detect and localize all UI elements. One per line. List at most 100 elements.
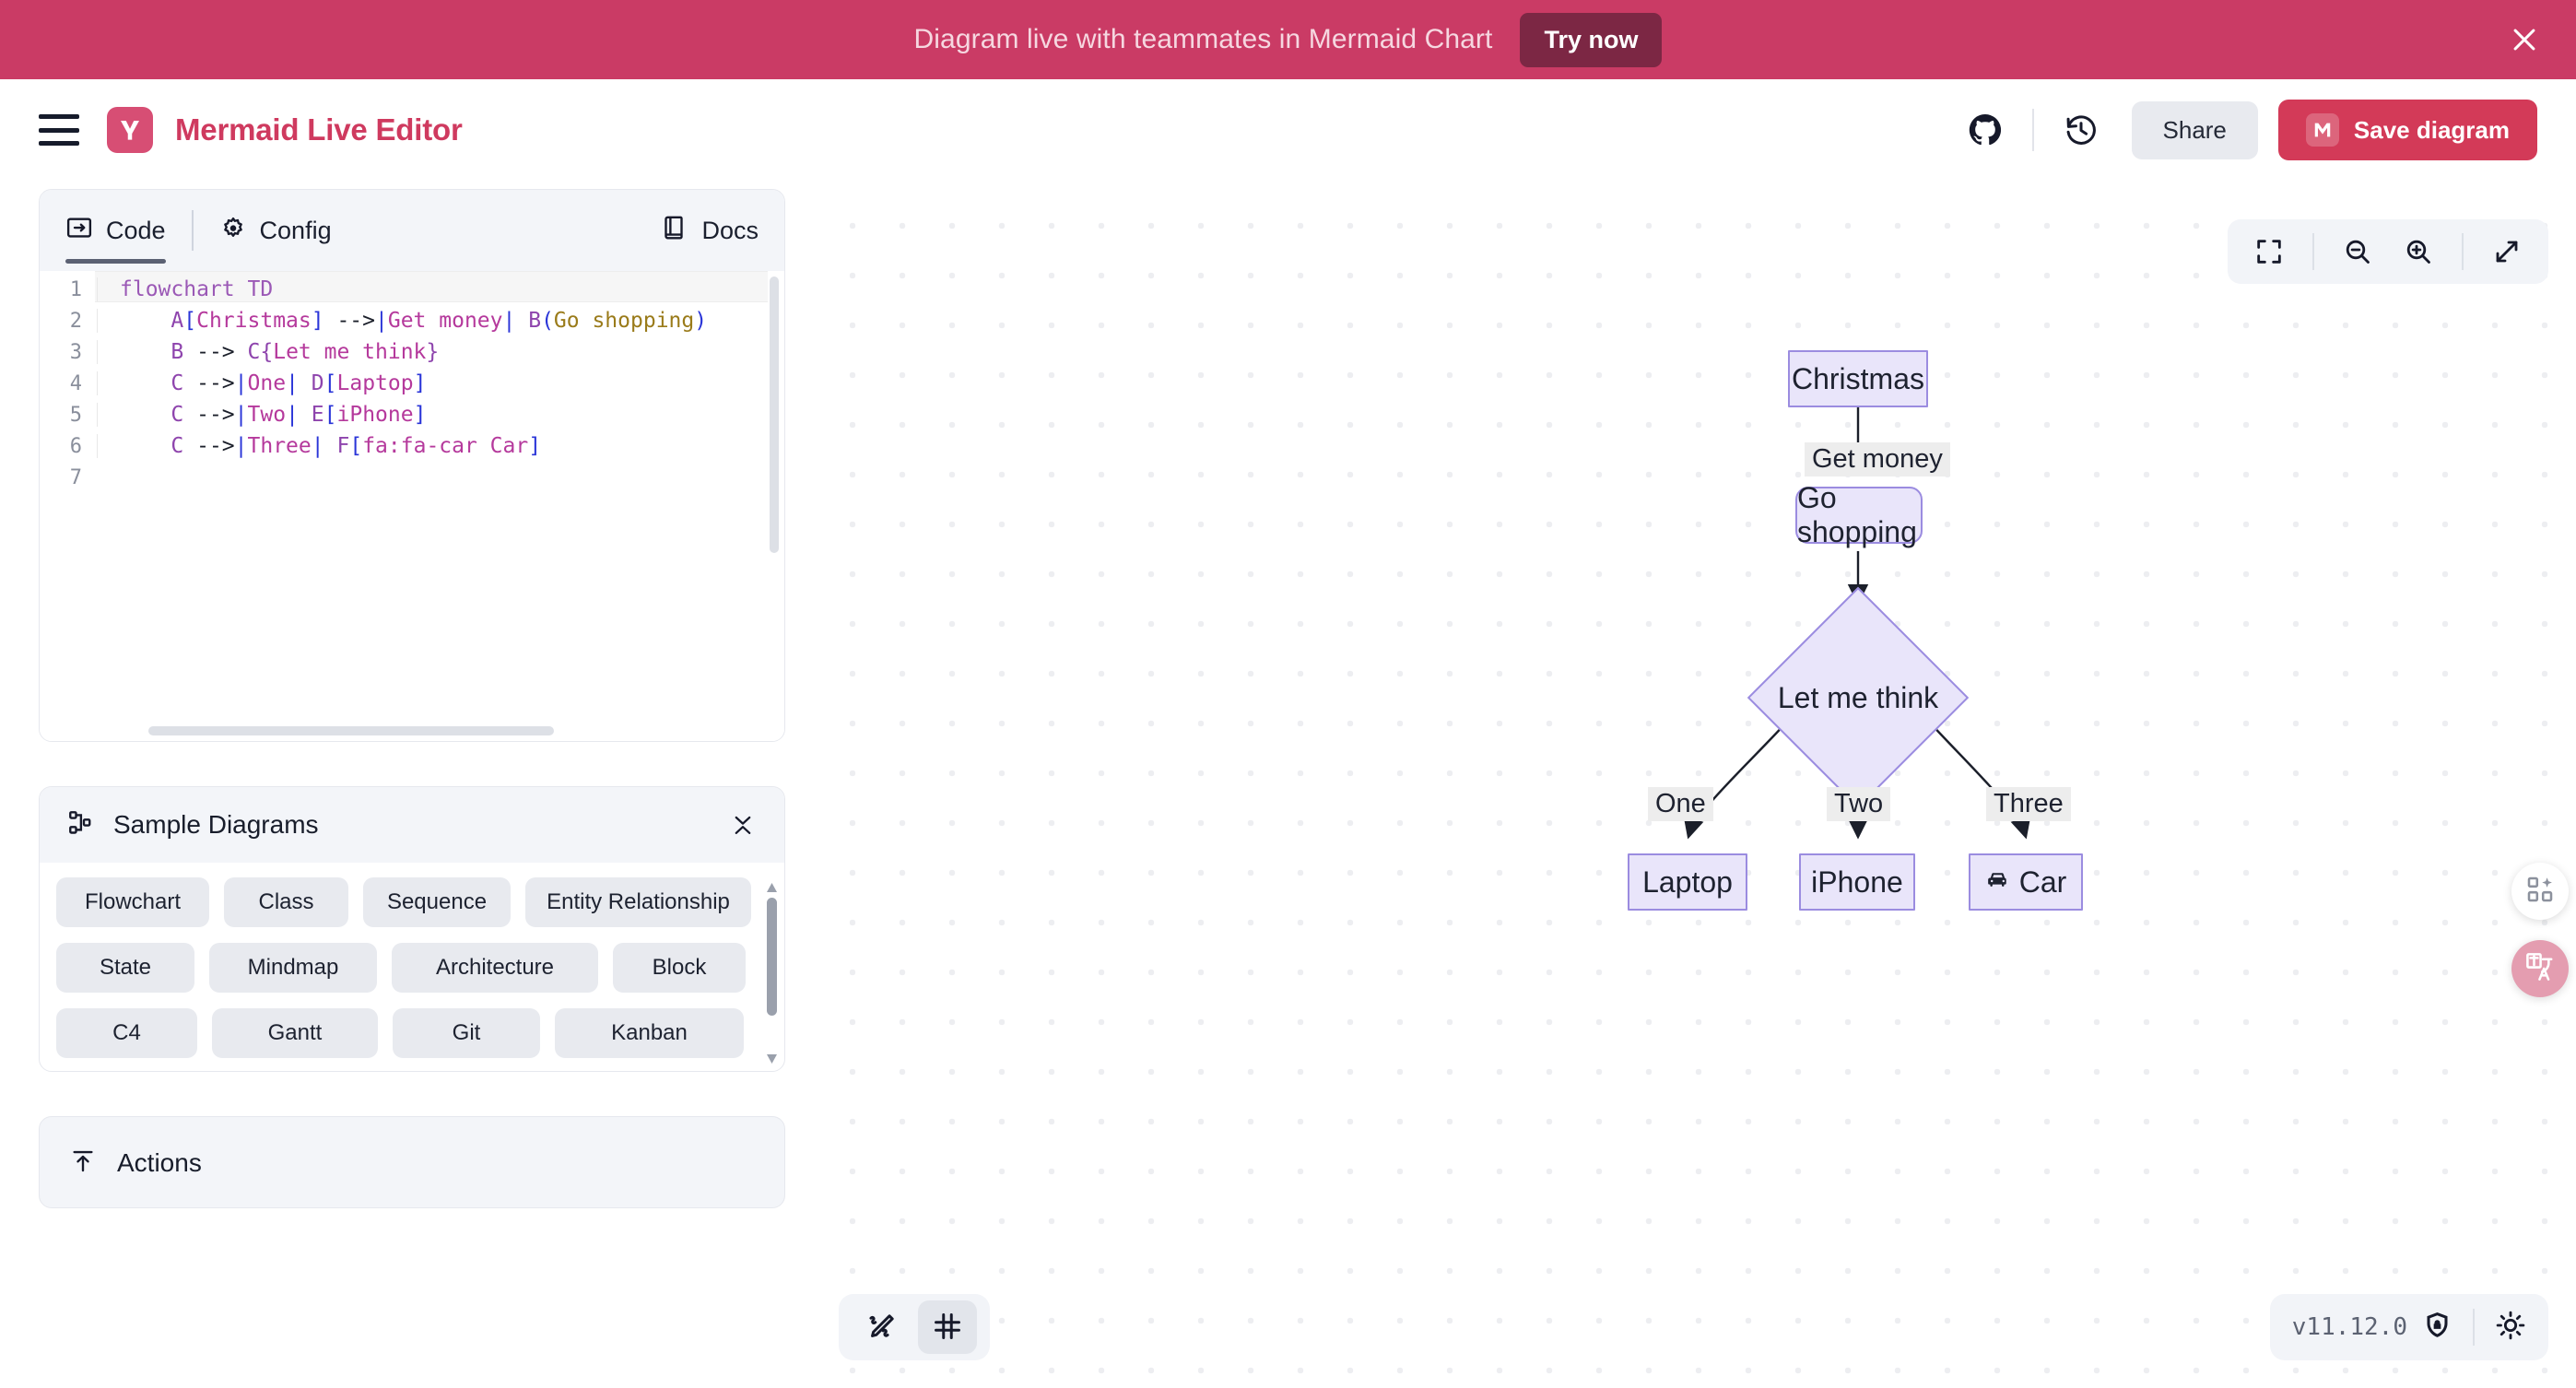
mermaid-chart-icon bbox=[2305, 113, 2339, 147]
sample-diagram-sequence[interactable]: Sequence bbox=[363, 877, 511, 927]
sample-diagram-mindmap[interactable]: Mindmap bbox=[209, 943, 377, 993]
ai-assistant-button[interactable] bbox=[2511, 863, 2569, 920]
samples-scrollbar-thumb[interactable] bbox=[767, 898, 777, 1016]
sample-diagram-architecture[interactable]: Architecture bbox=[392, 943, 598, 993]
flow-node-car-label: Car bbox=[2018, 865, 2067, 899]
flow-node-laptop[interactable]: Laptop bbox=[1628, 853, 1747, 911]
status-toolbar: v11.12.0 bbox=[2269, 1294, 2548, 1360]
sample-diagram-flowchart[interactable]: Flowchart bbox=[56, 877, 209, 927]
zoom-toolbar-divider-1 bbox=[2312, 233, 2314, 270]
code-line[interactable]: 4 C -->|One| D[Laptop] bbox=[40, 368, 784, 399]
sample-diagrams-header[interactable]: Sample Diagrams bbox=[40, 787, 784, 863]
grid-icon bbox=[932, 1311, 963, 1345]
hamburger-menu-icon[interactable] bbox=[39, 114, 79, 146]
fit-screen-button[interactable] bbox=[2241, 226, 2298, 277]
flow-node-car[interactable]: Car bbox=[1969, 853, 2083, 911]
line-number: 3 bbox=[69, 340, 82, 364]
code-line-text: C -->|Three| F[fa:fa-car Car] bbox=[97, 434, 541, 458]
sample-diagram-gantt[interactable]: Gantt bbox=[212, 1008, 378, 1058]
line-number: 4 bbox=[69, 371, 82, 395]
history-icon[interactable] bbox=[2054, 103, 2108, 157]
save-diagram-label: Save diagram bbox=[2353, 115, 2510, 144]
zoom-in-button[interactable] bbox=[2390, 226, 2447, 277]
actions-card[interactable]: Actions bbox=[39, 1116, 785, 1208]
zoom-toolbar-divider-2 bbox=[2462, 233, 2464, 270]
app-toolbar: Mermaid Live Editor Share Save diagram bbox=[0, 79, 2576, 181]
samples-scrollbar[interactable] bbox=[767, 883, 777, 1064]
code-line[interactable]: 2 A[Christmas] -->|Get money| B(Go shopp… bbox=[40, 305, 784, 336]
tab-code[interactable]: Code bbox=[65, 190, 166, 271]
translate-button[interactable] bbox=[2511, 940, 2569, 997]
shield-lock-icon[interactable] bbox=[2422, 1310, 2452, 1345]
close-icon[interactable] bbox=[2506, 21, 2543, 58]
save-diagram-button[interactable]: Save diagram bbox=[2277, 100, 2537, 160]
sample-diagram-block[interactable]: Block bbox=[613, 943, 746, 993]
sample-diagrams-title: Sample Diagrams bbox=[113, 810, 319, 839]
sun-icon[interactable] bbox=[2495, 1310, 2526, 1346]
expand-button[interactable] bbox=[2478, 226, 2535, 277]
flow-node-christmas[interactable]: Christmas bbox=[1788, 350, 1928, 407]
edge-label-three: Three bbox=[1986, 787, 2071, 821]
pencil-sketch-icon[interactable] bbox=[852, 1300, 911, 1354]
flow-node-let-me-think[interactable]: Let me think bbox=[1747, 586, 1970, 809]
tab-config[interactable]: Config bbox=[219, 190, 332, 271]
ai-sparkle-grid-icon bbox=[2525, 875, 2555, 909]
actions-header[interactable]: Actions bbox=[40, 1117, 784, 1207]
tab-docs[interactable]: Docs bbox=[661, 190, 759, 271]
code-line[interactable]: 5 C -->|Two| E[iPhone] bbox=[40, 399, 784, 430]
sample-diagram-kanban[interactable]: Kanban bbox=[555, 1008, 744, 1058]
edge-label-get-money: Get money bbox=[1805, 442, 1950, 476]
code-line[interactable]: 7 bbox=[40, 462, 784, 493]
github-icon[interactable] bbox=[1958, 103, 2012, 157]
zoom-toolbar bbox=[2228, 219, 2548, 284]
diagram-preview-pane: Christmas Get money Go shopping Let me t… bbox=[811, 181, 2576, 1388]
editor-horizontal-scrollbar[interactable] bbox=[148, 726, 554, 735]
promo-banner: Diagram live with teammates in Mermaid C… bbox=[0, 0, 2576, 79]
share-button[interactable]: Share bbox=[2131, 100, 2258, 159]
render-style-toolbar bbox=[839, 1294, 990, 1360]
sample-diagram-c4[interactable]: C4 bbox=[56, 1008, 197, 1058]
page-title: Mermaid Live Editor bbox=[175, 112, 463, 147]
code-line-text: A[Christmas] -->|Get money| B(Go shoppin… bbox=[97, 309, 707, 333]
flow-node-go-shopping[interactable]: Go shopping bbox=[1795, 481, 1923, 548]
flow-node-iphone[interactable]: iPhone bbox=[1799, 853, 1915, 911]
sample-diagrams-list: Flowchart Class Sequence Entity Relationshi… bbox=[40, 863, 784, 1071]
zoom-out-button[interactable] bbox=[2329, 226, 2386, 277]
line-number: 2 bbox=[69, 309, 82, 333]
status-divider bbox=[2473, 1309, 2475, 1346]
grid-toggle-button[interactable] bbox=[918, 1300, 977, 1354]
flow-node-iphone-label: iPhone bbox=[1811, 865, 1903, 899]
export-up-icon bbox=[69, 1147, 97, 1180]
toolbar-actions: Share Save diagram bbox=[1958, 100, 2537, 160]
mermaid-flowchart: Christmas Get money Go shopping Let me t… bbox=[811, 181, 2576, 1388]
toolbar-divider bbox=[2031, 109, 2034, 151]
flow-node-go-shopping-label: Go shopping bbox=[1797, 481, 1917, 548]
sample-diagram-state[interactable]: State bbox=[56, 943, 194, 993]
code-line[interactable]: 3 B --> C{Let me think} bbox=[40, 336, 784, 368]
diagram-tree-icon bbox=[67, 809, 95, 841]
mermaid-logo-icon bbox=[107, 107, 153, 153]
actions-title: Actions bbox=[117, 1148, 202, 1177]
sample-diagrams-card: Sample Diagrams Flowchart Class Sequence En… bbox=[39, 786, 785, 1072]
tab-config-label: Config bbox=[259, 216, 332, 244]
editor-vertical-scrollbar[interactable] bbox=[770, 276, 779, 553]
code-line-text: C -->|One| D[Laptop] bbox=[97, 371, 426, 395]
sample-diagram-git[interactable]: Git bbox=[393, 1008, 540, 1058]
code-line-text: B --> C{Let me think} bbox=[97, 340, 439, 364]
edge-label-two: Two bbox=[1827, 787, 1891, 821]
sample-diagram-class[interactable]: Class bbox=[224, 877, 348, 927]
sample-chip-row: Flowchart Class Sequence Entity Relationshi… bbox=[56, 877, 764, 927]
line-number: 5 bbox=[69, 403, 82, 427]
sample-chip-row: C4 Gantt Git Kanban bbox=[56, 1008, 764, 1058]
sample-diagram-entity-relationship[interactable]: Entity Relationship bbox=[525, 877, 751, 927]
line-number: 7 bbox=[69, 465, 82, 489]
chevron-expand-icon[interactable] bbox=[729, 806, 757, 844]
sample-chip-row: State Mindmap Architecture Block bbox=[56, 943, 764, 993]
line-number: 1 bbox=[69, 277, 82, 301]
code-line[interactable]: 6 C -->|Three| F[fa:fa-car Car] bbox=[40, 430, 784, 462]
tab-docs-label: Docs bbox=[701, 216, 759, 244]
left-panel: Code Config bbox=[39, 189, 785, 1341]
promo-try-now-button[interactable]: Try now bbox=[1520, 12, 1663, 67]
